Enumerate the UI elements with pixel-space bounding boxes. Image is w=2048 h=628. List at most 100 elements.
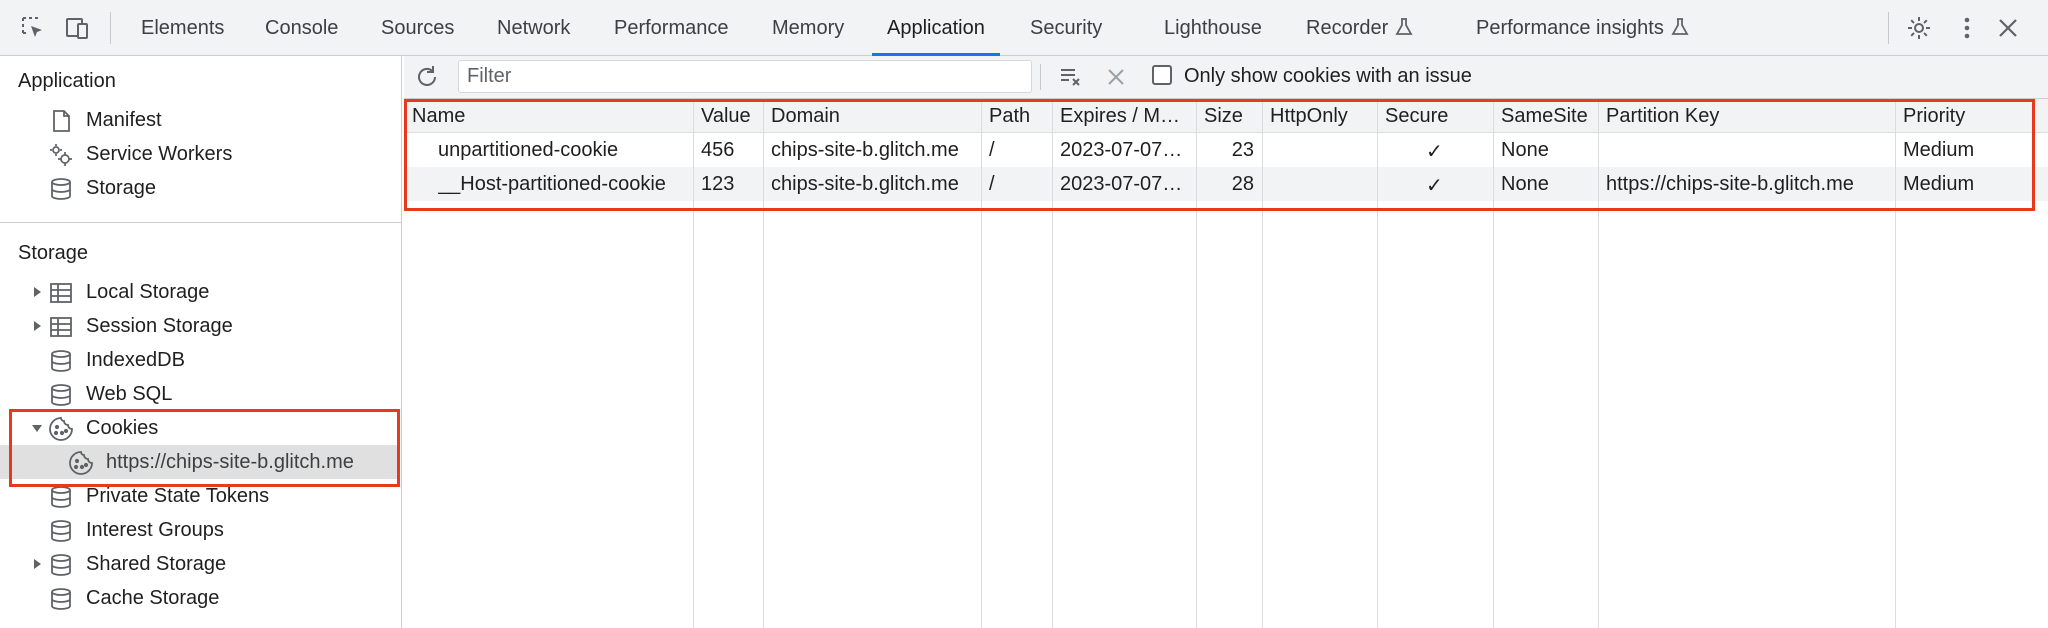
tab-network[interactable]: Network <box>497 17 571 39</box>
storage-section-title: Storage <box>18 242 89 264</box>
sidebar-item-indexeddb[interactable]: IndexedDB <box>0 343 400 377</box>
column-divider[interactable] <box>763 99 764 628</box>
cell-path: / <box>989 173 995 195</box>
tab-lighthouse[interactable]: Lighthouse <box>1164 17 1262 39</box>
cookie-icon <box>69 451 93 475</box>
sidebar-item-cookies[interactable]: Cookies <box>0 411 400 445</box>
collapse-arrow-icon[interactable] <box>31 422 43 434</box>
table-row[interactable]: __Host-partitioned-cookie 123 chips-site… <box>404 167 2048 201</box>
clear-all-icon[interactable] <box>1056 62 1086 92</box>
column-divider[interactable] <box>981 99 982 628</box>
tab-performance-insights[interactable]: Performance insights <box>1476 0 1690 56</box>
column-divider[interactable] <box>1377 99 1378 628</box>
filter-input[interactable] <box>458 60 1032 93</box>
database-icon <box>51 384 71 406</box>
sidebar-item-label: Web SQL <box>86 383 173 405</box>
cell-value: 123 <box>701 173 735 195</box>
cookies-toolbar: Only show cookies with an issue <box>404 56 2048 99</box>
cell-samesite: None <box>1501 139 1549 161</box>
tab-recorder[interactable]: Recorder <box>1306 0 1414 56</box>
sidebar-item-web-sql[interactable]: Web SQL <box>0 377 400 411</box>
database-icon <box>51 350 71 372</box>
tab-application[interactable]: Application <box>872 0 1000 56</box>
column-header-size[interactable]: Size <box>1204 105 1243 127</box>
sidebar-item-label: Storage <box>86 177 157 199</box>
cell-size: 23 <box>1231 139 1254 161</box>
cell-domain: chips-site-b.glitch.me <box>771 139 959 161</box>
column-header-domain[interactable]: Domain <box>771 105 840 127</box>
sidebar-item-label: Cookies <box>86 417 159 439</box>
cell-secure: ✓ <box>1426 141 1443 163</box>
sidebar-item-service-workers[interactable]: Service Workers <box>0 137 400 171</box>
cell-priority: Medium <box>1903 139 1975 161</box>
sidebar-item-label: Local Storage <box>86 281 210 303</box>
cell-name: __Host-partitioned-cookie <box>438 173 666 195</box>
only-issue-checkbox[interactable] <box>1152 65 1172 85</box>
column-divider[interactable] <box>1262 99 1263 628</box>
cell-name: unpartitioned-cookie <box>438 139 619 161</box>
sidebar-item-label: Private State Tokens <box>86 485 270 507</box>
tab-performance[interactable]: Performance <box>614 17 729 39</box>
database-icon <box>51 178 71 200</box>
device-toolbar-icon[interactable] <box>62 13 92 43</box>
column-divider[interactable] <box>1052 99 1053 628</box>
column-divider[interactable] <box>1196 99 1197 628</box>
sidebar-item-storage[interactable]: Storage <box>0 171 400 205</box>
column-header-value[interactable]: Value <box>701 105 751 127</box>
experiment-flask-icon <box>1670 3 1690 59</box>
sidebar-item-interest-groups[interactable]: Interest Groups <box>0 513 400 547</box>
inspect-element-icon[interactable] <box>18 13 48 43</box>
sidebar-item-manifest[interactable]: Manifest <box>0 103 400 137</box>
delete-selected-icon[interactable] <box>1101 62 1131 92</box>
column-header-httponly[interactable]: HttpOnly <box>1270 105 1348 127</box>
refresh-icon[interactable] <box>412 62 442 92</box>
application-sidebar: Application Manifest Service Workers Sto… <box>0 56 402 628</box>
column-divider[interactable] <box>693 99 694 628</box>
tab-memory[interactable]: Memory <box>772 17 845 39</box>
sidebar-item-label: Shared Storage <box>86 553 227 575</box>
gears-icon <box>50 144 72 166</box>
tab-elements[interactable]: Elements <box>141 17 225 39</box>
cell-size: 28 <box>1231 173 1254 195</box>
tab-security[interactable]: Security <box>1030 17 1103 39</box>
only-issue-label: Only show cookies with an issue <box>1184 65 1472 87</box>
sidebar-item-cache-storage[interactable]: Cache Storage <box>0 581 400 615</box>
tab-console[interactable]: Console <box>265 17 339 39</box>
application-section-title: Application <box>18 70 116 92</box>
column-divider[interactable] <box>1895 99 1896 628</box>
tab-sources[interactable]: Sources <box>381 17 455 39</box>
settings-gear-icon[interactable] <box>1904 13 1934 43</box>
expand-arrow-icon[interactable] <box>31 558 43 570</box>
sidebar-item-session-storage[interactable]: Session Storage <box>0 309 400 343</box>
sidebar-item-label: Manifest <box>86 109 162 131</box>
document-icon <box>53 110 70 132</box>
cell-domain: chips-site-b.glitch.me <box>771 173 959 195</box>
expand-arrow-icon[interactable] <box>31 320 43 332</box>
close-icon[interactable] <box>1993 13 2023 43</box>
column-header-partition-key[interactable]: Partition Key <box>1606 105 1720 127</box>
sidebar-item-label: IndexedDB <box>86 349 185 371</box>
column-header-name[interactable]: Name <box>412 105 466 127</box>
column-header-secure[interactable]: Secure <box>1385 105 1449 127</box>
cell-value: 456 <box>701 139 735 161</box>
sidebar-item-shared-storage[interactable]: Shared Storage <box>0 547 400 581</box>
column-header-path[interactable]: Path <box>989 105 1031 127</box>
column-header-priority[interactable]: Priority <box>1903 105 1966 127</box>
cookies-table: Name Value Domain Path Expires / M… Size… <box>404 99 2048 628</box>
sidebar-item-local-storage[interactable]: Local Storage <box>0 275 400 309</box>
column-divider[interactable] <box>1598 99 1599 628</box>
column-divider[interactable] <box>1493 99 1494 628</box>
column-header-samesite[interactable]: SameSite <box>1501 105 1588 127</box>
table-row[interactable]: unpartitioned-cookie 456 chips-site-b.gl… <box>404 133 2048 167</box>
database-icon <box>51 520 71 542</box>
sidebar-item-private-state-tokens[interactable]: Private State Tokens <box>0 479 400 513</box>
cell-expires: 2023-07-07… <box>1060 173 1183 195</box>
toolbar-separator <box>110 12 111 44</box>
column-header-expires[interactable]: Expires / M… <box>1060 105 1181 127</box>
sidebar-item-label: Interest Groups <box>86 519 224 541</box>
sidebar-item-cookie-origin[interactable]: https://chips-site-b.glitch.me <box>0 445 400 479</box>
table-header: Name Value Domain Path Expires / M… Size… <box>404 99 2048 133</box>
tab-performance-insights-label: Performance insights <box>1476 17 1664 39</box>
expand-arrow-icon[interactable] <box>31 286 43 298</box>
more-options-icon[interactable] <box>1952 13 1982 43</box>
